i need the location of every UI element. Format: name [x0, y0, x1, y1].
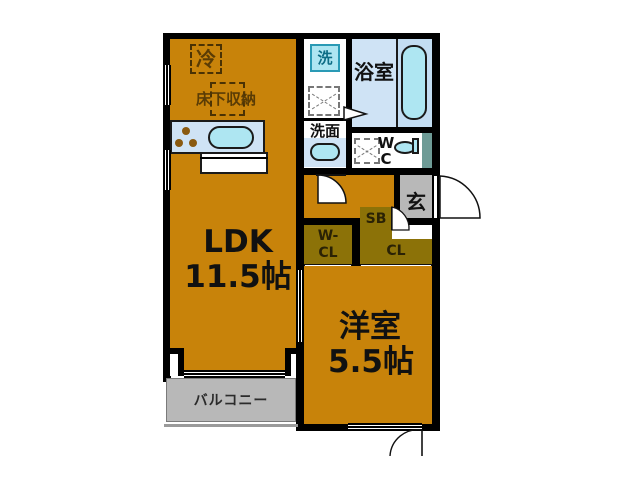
- balcony-outer-edge: [164, 424, 298, 427]
- stove-burner-1: [182, 127, 190, 135]
- bath-door[interactable]: [343, 104, 369, 124]
- wall-washroom-under: [304, 118, 346, 121]
- entrance-door[interactable]: [438, 174, 482, 224]
- shoe-box-label: SB: [365, 211, 387, 227]
- bedroom-south-window-mullion: [348, 426, 422, 428]
- outer-wall-right: [432, 33, 440, 430]
- kitchen-cabinet-front: [200, 152, 268, 174]
- washbasin-label: 洗面: [309, 121, 340, 140]
- wall-toilet-left: [346, 127, 352, 175]
- stove-burner-3: [189, 139, 197, 147]
- bedroom-south-door-swing[interactable]: [386, 429, 424, 460]
- ldk-balcony-window-mullion: [184, 373, 285, 375]
- wall-ldk-notch-right-v: [285, 348, 291, 376]
- room-label-genkan: 玄: [406, 190, 426, 214]
- underfloor-storage-label: 床下収納: [195, 89, 256, 108]
- washroom-storage: [308, 86, 340, 116]
- bathtub: [401, 45, 427, 120]
- room-area-bedroom: 5.5帖: [328, 343, 414, 380]
- room-bedroom: [304, 266, 432, 424]
- room-genkan: [400, 175, 432, 223]
- shoe-box-door[interactable]: [391, 206, 411, 232]
- bedroom-ldk-sliding-door-mullion: [299, 270, 301, 342]
- ldk-west-window-upper-mullion: [166, 65, 168, 105]
- ldk-hall-door[interactable]: [316, 173, 348, 205]
- entrance-door-leaf[interactable]: [432, 176, 439, 222]
- toilet-label-w: W: [377, 133, 395, 152]
- toilet-side-panel: [422, 133, 432, 171]
- underfloor-storage-box: [210, 82, 245, 116]
- storage-closet: [360, 239, 432, 265]
- refrigerator-space: [190, 44, 222, 74]
- kitchen-sink: [208, 126, 254, 149]
- wall-ldk-wet-divider: [296, 33, 304, 171]
- refrigerator-icon: 冷: [196, 47, 216, 71]
- closet-label: CL: [386, 243, 406, 259]
- ldk-west-window-lower-mullion: [166, 150, 168, 190]
- washer-label: 洗: [317, 48, 333, 67]
- wall-toilet-bottom: [296, 168, 440, 175]
- room-ldk: [170, 39, 304, 375]
- room-label-ldk: LDK: [203, 223, 273, 260]
- washbasin-bowl: [310, 143, 340, 161]
- wall-washroom-right: [346, 33, 352, 127]
- room-label-bedroom: 洋室: [339, 308, 401, 345]
- wall-hall-left: [296, 175, 304, 223]
- wall-bath-bottom: [346, 127, 440, 133]
- toilet-tank: [412, 138, 419, 154]
- room-area-ldk: 11.5帖: [184, 258, 292, 295]
- toilet-storage: [354, 138, 380, 164]
- wall-ldk-notch-right: [285, 348, 304, 354]
- storage-walkin-closet: [304, 225, 352, 265]
- wall-ldk-notch-left: [170, 348, 184, 354]
- outer-wall-left: [163, 33, 171, 382]
- stove-burner-2: [175, 139, 183, 147]
- balcony-label: バルコニー: [193, 393, 269, 409]
- balcony: [166, 378, 296, 422]
- wall-ldk-notch-left-v: [178, 348, 184, 376]
- wall-hall-genkan: [394, 175, 400, 223]
- toilet-label-c: C: [380, 149, 392, 168]
- kitchen-cabinet-line: [200, 157, 268, 159]
- storage-shoe-box: [360, 207, 392, 239]
- wall-wcl-cl-divider: [352, 218, 360, 266]
- walkin-closet-label-2: CL: [318, 245, 338, 261]
- room-label-bath: 浴室: [354, 60, 394, 84]
- washing-machine-pan: [310, 44, 340, 72]
- walkin-closet-label-1: W-: [317, 228, 339, 244]
